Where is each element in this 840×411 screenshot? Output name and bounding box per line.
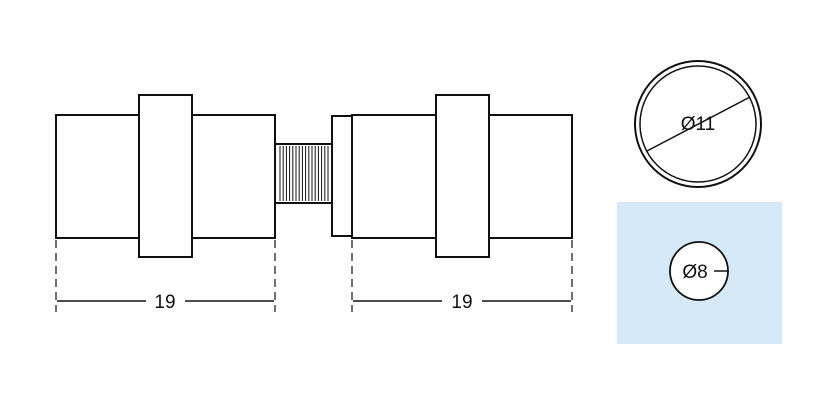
inner-diameter-panel: Ø8 (617, 202, 782, 344)
right-dimension: 19 (353, 292, 571, 313)
left-dimension: 19 (57, 292, 274, 313)
extension-lines (55, 240, 573, 312)
inner-circle (639, 65, 757, 183)
left-cylinder-collar (138, 94, 193, 258)
threaded-connector (274, 143, 334, 204)
left-cylinder-part (55, 94, 276, 258)
outer-diameter-line (646, 96, 751, 152)
right-cylinder-part (331, 94, 573, 258)
inner-diameter-label: Ø8 (682, 262, 707, 283)
outer-diameter-label: Ø11 (681, 114, 716, 135)
outer-diameter-view: Ø11 (634, 60, 762, 188)
left-dimension-label: 19 (154, 292, 175, 313)
right-flange (331, 115, 355, 237)
right-cylinder-collar (435, 94, 490, 258)
thread-outline (274, 143, 334, 204)
right-dimension-label: 19 (451, 292, 472, 313)
